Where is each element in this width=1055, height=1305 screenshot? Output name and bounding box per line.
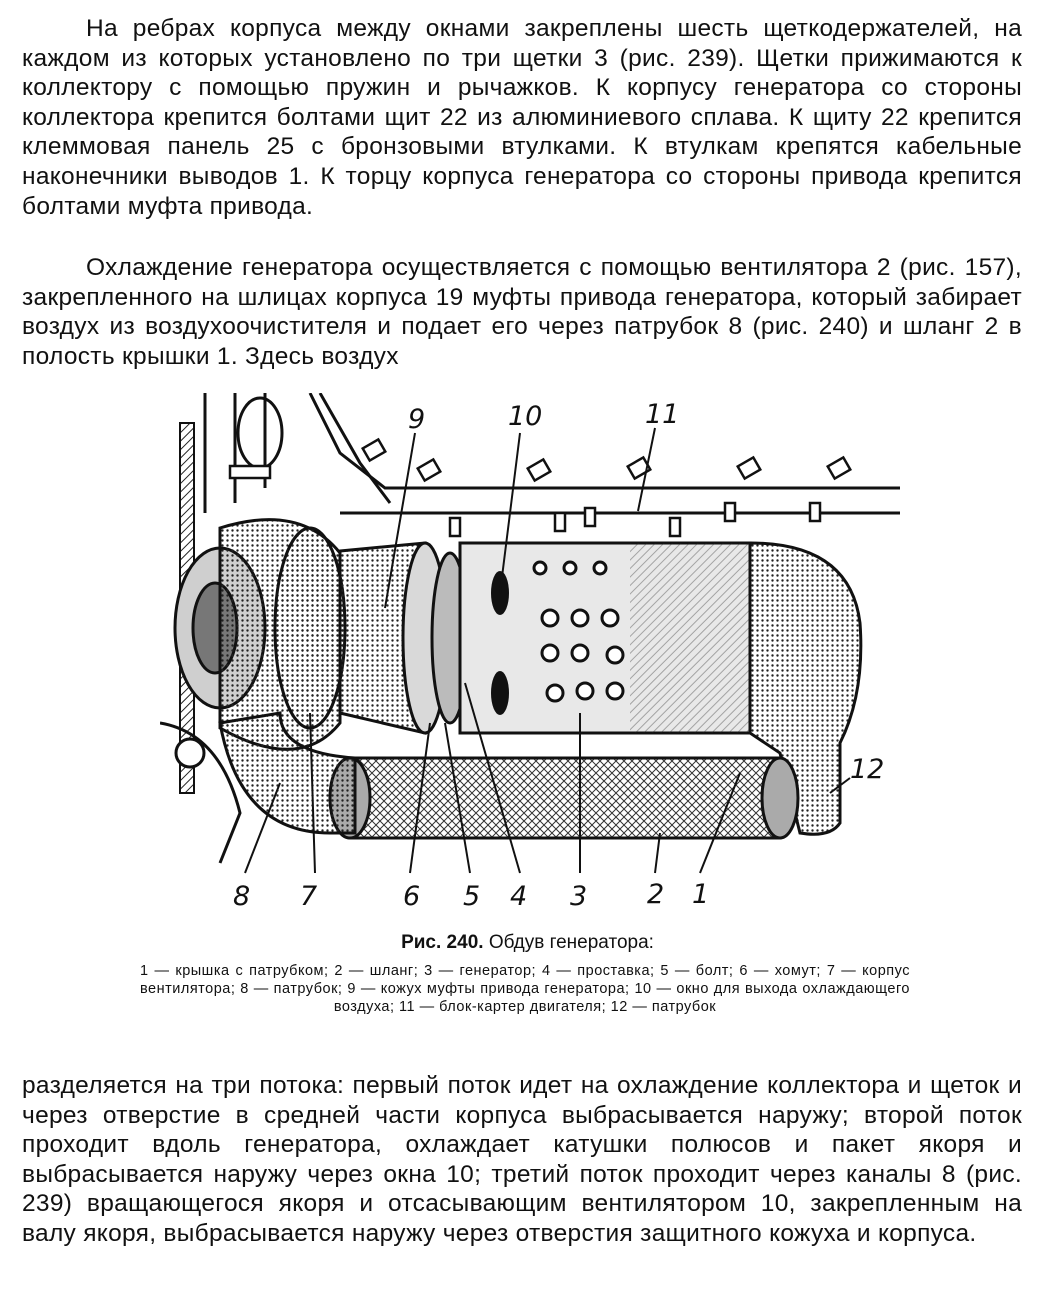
fan-outlet-pipe bbox=[218, 711, 357, 835]
paragraph-1: На ребрах корпуса между окнами закреплен… bbox=[22, 15, 1022, 220]
label-9: 9 bbox=[408, 404, 425, 435]
label-11: 11 bbox=[645, 399, 679, 430]
label-2: 2 bbox=[647, 879, 664, 910]
generator-cooling-figure: 9 10 11 12 8 7 6 5 4 3 2 1 bbox=[160, 393, 900, 912]
label-6: 6 bbox=[403, 881, 420, 912]
generator-vent-holes bbox=[532, 560, 625, 703]
paragraph-3: разделяется на три потока: первый поток … bbox=[22, 1072, 1022, 1247]
paragraph-2: Охлаждение генератора осуществляется с п… bbox=[22, 254, 1022, 370]
cover-with-pipe bbox=[748, 541, 863, 836]
figure-number: Рис. 240. bbox=[401, 932, 484, 953]
engine-block bbox=[203, 393, 900, 515]
figure-legend: 1 — крышка с патрубком; 2 — шланг; 3 — г… bbox=[140, 963, 910, 1015]
label-1: 1 bbox=[692, 879, 709, 910]
label-12: 12 bbox=[850, 754, 884, 785]
cooling-hose bbox=[348, 756, 782, 840]
engine-bolts bbox=[228, 437, 853, 538]
label-10: 10 bbox=[508, 401, 542, 432]
label-8: 8 bbox=[233, 881, 250, 912]
label-3: 3 bbox=[570, 881, 587, 912]
figure-labels: 9 10 11 12 8 7 6 5 4 3 2 1 bbox=[233, 399, 884, 912]
label-7: 7 bbox=[300, 881, 317, 912]
leader-lines bbox=[244, 427, 851, 874]
figure-title: Обдув генератора: bbox=[488, 932, 654, 953]
figure-caption-title: Рис. 240. Обдув генератора: bbox=[0, 932, 1055, 954]
label-5: 5 bbox=[463, 881, 480, 912]
label-4: 4 bbox=[510, 881, 527, 912]
